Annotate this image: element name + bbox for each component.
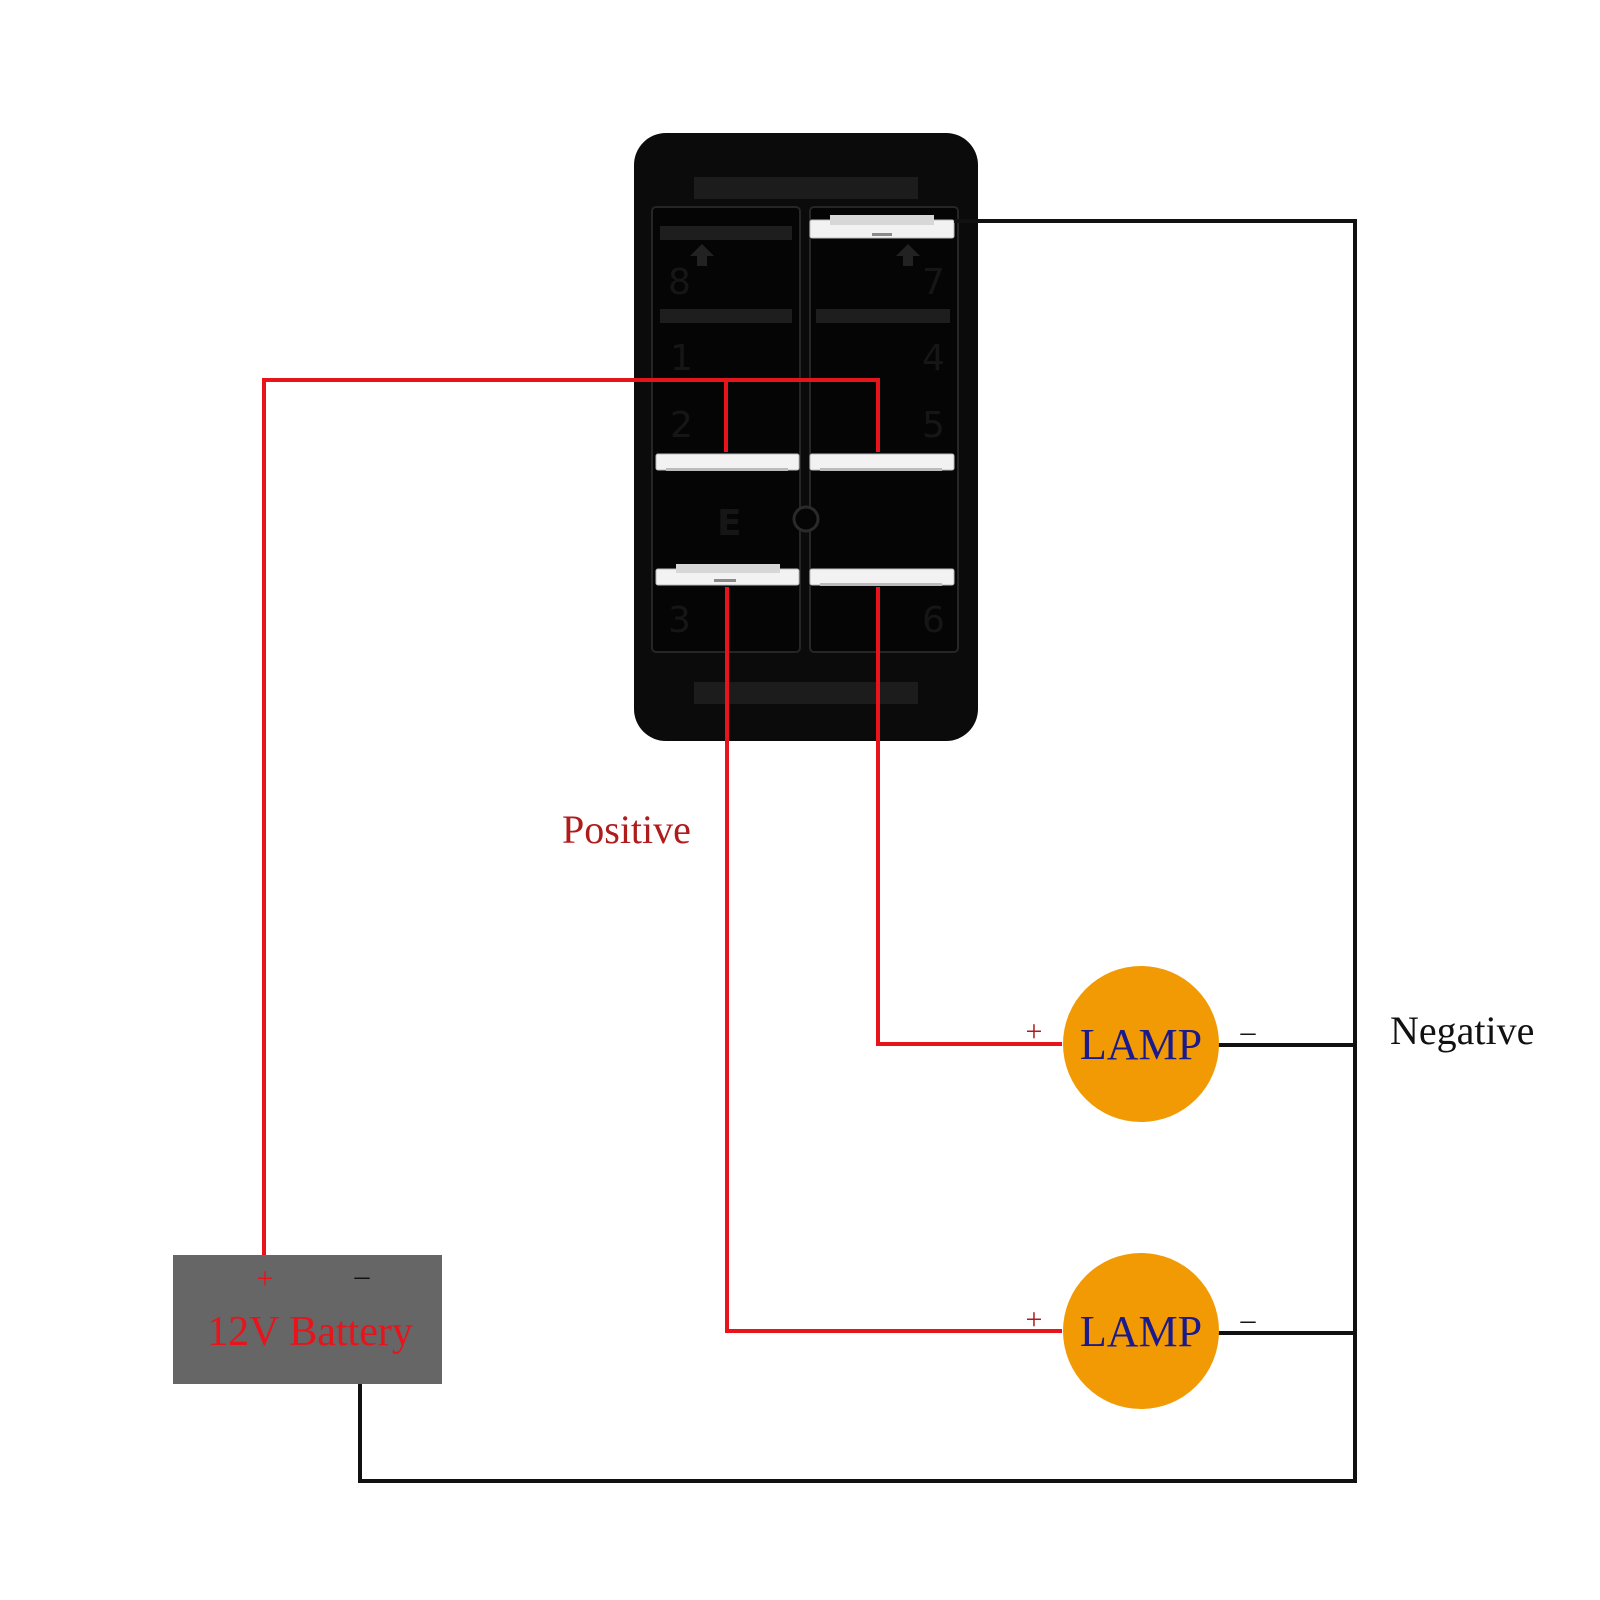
pin-label-8: 8 [668,262,691,303]
rocker-switch: 8 7 1 4 2 5 3 6 E [634,133,978,741]
switch-top-lip [694,177,918,199]
battery-label: 12V Battery [207,1309,413,1355]
lamp-1-plus: + [1026,1015,1043,1048]
lamp-1-bulb [1063,966,1219,1122]
lamp-1: LAMP + – [1026,966,1257,1122]
lamp-1-label: LAMP [1080,1020,1202,1069]
switch-bottom-lip [694,682,918,704]
negative-wires [358,219,1357,1483]
positive-wires [262,378,1062,1333]
pin-label-5: 5 [922,405,945,446]
positive-label: Positive [562,807,691,852]
terminal-5 [809,453,955,471]
center-mark: E [717,503,742,544]
pin-label-2: 2 [670,405,693,446]
led-bar-1 [660,309,792,323]
center-hole [792,505,820,533]
terminal-7 [809,215,955,239]
terminal-2 [655,453,800,471]
lamp-2-minus: – [1240,1303,1257,1336]
pin-label-6: 6 [922,600,945,641]
battery-positive-wire [262,378,880,1256]
led-bar-8 [660,226,792,240]
lamp-2-label: LAMP [1080,1307,1202,1356]
pin-label-1: 1 [670,338,693,379]
battery: + – 12V Battery [173,1255,442,1384]
lamp-2: LAMP + – [1026,1253,1257,1409]
lamp-2-bulb [1063,1253,1219,1409]
pin-label-3: 3 [668,600,691,641]
pin7-ground-wire [358,219,1357,1483]
pin3-to-lamp2-wire [725,587,1062,1333]
lamp-1-minus: – [1240,1015,1257,1048]
pin-label-4: 4 [922,338,945,379]
arrow-up-icon [896,244,920,266]
battery-body [173,1255,442,1384]
pin-label-7: 7 [922,262,945,303]
pin6-to-lamp1-wire [876,587,1062,1046]
terminal-3 [655,564,800,586]
negative-label: Negative [1390,1008,1534,1053]
battery-plus: + [257,1262,274,1295]
terminal-6 [809,568,955,586]
battery-minus: – [354,1259,371,1292]
arrow-up-icon [690,244,714,266]
lamp-2-plus: + [1026,1303,1043,1336]
led-bar-4 [816,309,950,323]
